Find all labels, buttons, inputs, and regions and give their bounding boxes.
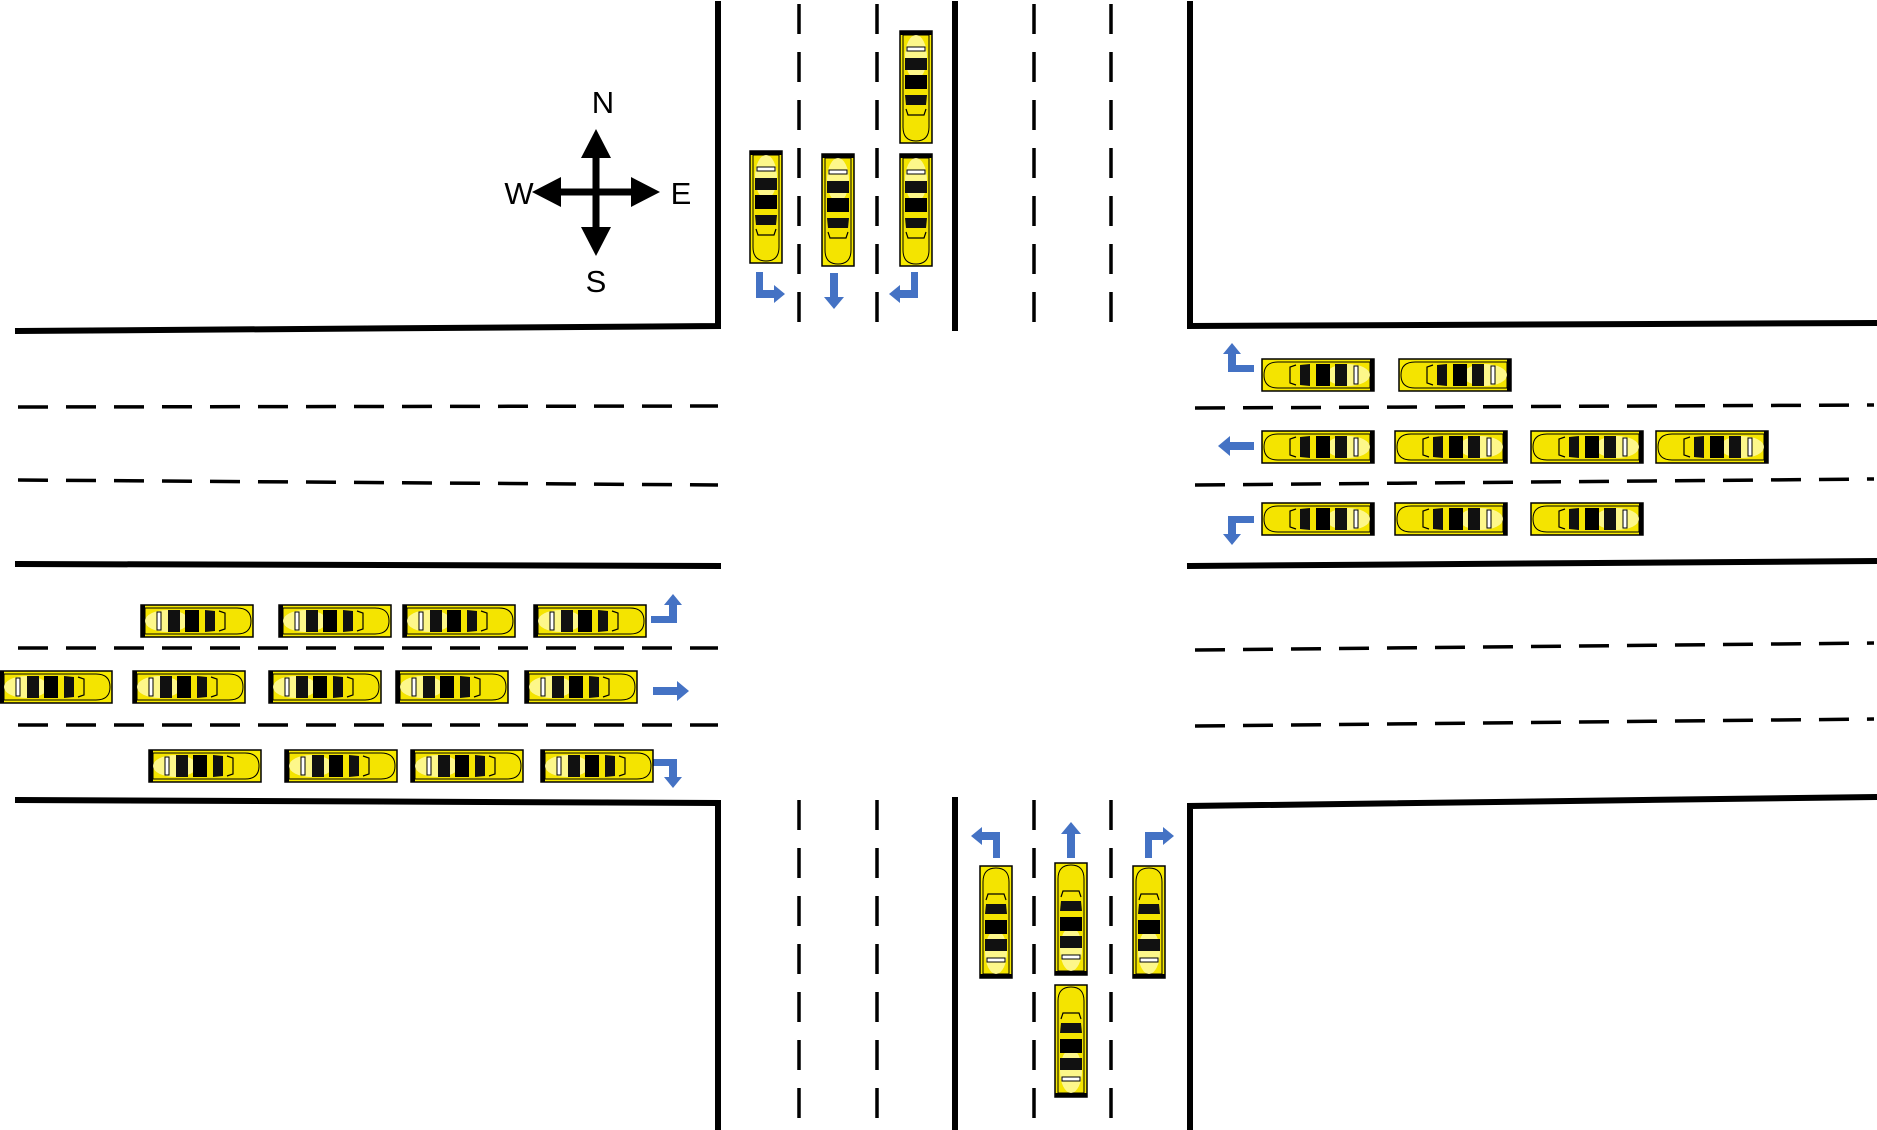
turn-left-arrow-icon: [756, 272, 785, 303]
compass-west-label: W: [504, 176, 534, 211]
lane-markings: [17, 4, 1875, 1128]
lane-line: [17, 404, 719, 409]
car-icon: [278, 604, 392, 638]
car-icon: [148, 749, 262, 783]
straight-arrow-icon: [1061, 822, 1081, 858]
turn-right-arrow-icon: [651, 759, 682, 788]
curb-northeast: [1187, 1, 1877, 330]
median-west: [14, 560, 722, 570]
compass-south-label: S: [586, 264, 607, 299]
turn-left-arrow-icon: [1223, 516, 1254, 545]
car-icon: [749, 150, 783, 264]
car-icon: [268, 670, 382, 704]
turn-left-arrow-icon: [651, 594, 682, 623]
car-icon: [1132, 865, 1166, 979]
lane-line: [1194, 403, 1875, 410]
straight-arrow-icon: [824, 273, 844, 309]
car-icon: [410, 749, 524, 783]
car-icon: [1398, 358, 1512, 392]
car-icon: [140, 604, 254, 638]
curbs: [14, 1, 1877, 1130]
turn-left-arrow-icon: [971, 827, 1000, 858]
car-icon: [284, 749, 398, 783]
car-icon: [132, 670, 246, 704]
turn-arrows: [651, 272, 1254, 858]
curb-northwest: [14, 1, 721, 335]
compass-east-label: E: [671, 176, 692, 211]
car-icon: [1261, 358, 1375, 392]
compass-north-label: N: [592, 85, 614, 120]
car-icon: [979, 865, 1013, 979]
car-icon: [1655, 430, 1769, 464]
car-icon: [1394, 502, 1508, 536]
lane-line: [17, 478, 719, 487]
car-icon: [395, 670, 509, 704]
car-icon: [524, 670, 638, 704]
car-icon: [899, 153, 933, 267]
compass-arrows-icon: [532, 129, 660, 256]
car-icon: [1261, 430, 1375, 464]
car-icon: [1394, 430, 1508, 464]
curb-southeast: [1187, 793, 1877, 1130]
car-icon: [1054, 984, 1088, 1098]
car-icon: [899, 30, 933, 144]
lane-line: [1194, 717, 1875, 728]
straight-arrow-icon: [653, 681, 689, 701]
car-icon: [1054, 862, 1088, 976]
median-east: [1186, 557, 1877, 570]
lane-line: [1194, 477, 1875, 487]
car-icon: [821, 153, 855, 267]
turn-right-arrow-icon: [1145, 827, 1174, 858]
car-icon: [0, 670, 113, 704]
turn-right-arrow-icon: [889, 272, 918, 303]
car-icon: [1530, 430, 1644, 464]
car-icon: [533, 604, 647, 638]
car-icon: [540, 749, 654, 783]
car-icon: [1261, 502, 1375, 536]
car-icon: [402, 604, 516, 638]
turn-right-arrow-icon: [1223, 343, 1254, 372]
lane-line: [1194, 641, 1875, 652]
car-icon: [1530, 502, 1644, 536]
compass-rose: N S W E: [504, 85, 691, 299]
straight-arrow-icon: [1218, 436, 1254, 456]
curb-southwest: [14, 796, 721, 1130]
